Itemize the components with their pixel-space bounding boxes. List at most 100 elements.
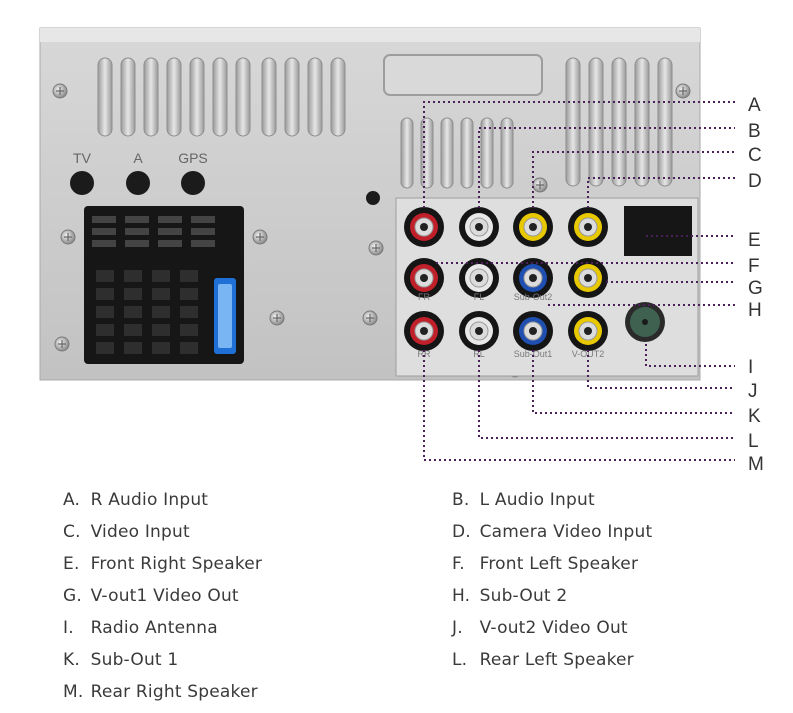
harness-pin-slot: [180, 288, 198, 300]
fl-label: FL: [474, 292, 485, 302]
vent-slot: [460, 117, 474, 189]
legend-text: Sub-Out 2: [474, 586, 568, 606]
harness-pin-slot: [125, 228, 149, 235]
legend-letter: C.: [63, 522, 81, 542]
vent-slot: [212, 57, 228, 137]
vent-slot: [189, 57, 205, 137]
harness-pin-slot: [124, 324, 142, 336]
harness-pin-slot: [180, 306, 198, 318]
vent-slot: [611, 57, 627, 187]
callout-line: [423, 101, 735, 208]
vent-slot: [500, 117, 514, 189]
legend-letter: D.: [452, 522, 471, 542]
callout-line: [423, 350, 735, 461]
harness-pin-slot: [180, 324, 198, 336]
rca-labels: FR FL Sub-Out2 RR RL Sub-Out1 V-OUT2: [418, 292, 605, 359]
vent-slot: [565, 57, 581, 187]
legend-letter: H.: [452, 586, 471, 606]
legend-item: M. Rear Right Speaker: [63, 682, 258, 702]
harness-pin-slot: [152, 342, 170, 354]
harness-pin-slot: [152, 306, 170, 318]
legend-item: K. Sub-Out 1: [63, 650, 178, 670]
callout-line: [587, 177, 735, 208]
legend-letter: I.: [63, 618, 74, 638]
legend-item: J. V-out2 Video Out: [452, 618, 628, 638]
camera-connector: [624, 206, 692, 256]
callout-letter: I: [748, 357, 753, 378]
legend-text: V-out2 Video Out: [474, 618, 628, 638]
tv-port: [70, 171, 94, 195]
vent-slot: [634, 57, 650, 187]
vent-slot: [657, 57, 673, 187]
sub-out1-label: Sub-Out1: [514, 349, 553, 359]
legend-letter: J.: [452, 618, 463, 638]
harness-pin-slot: [92, 240, 116, 247]
callout-line: [478, 127, 735, 208]
harness-pin-slot: [96, 306, 114, 318]
legend-letter: G.: [63, 586, 82, 606]
harness-pin-slot: [152, 270, 170, 282]
harness-pin-slot: [96, 270, 114, 282]
legend-item: B. L Audio Input: [452, 490, 595, 510]
harness-pin-slot: [125, 240, 149, 247]
legend-item: L. Rear Left Speaker: [452, 650, 634, 670]
legend-text: Front Right Speaker: [85, 554, 263, 574]
legend-letter: B.: [452, 490, 470, 510]
legend-text: Sub-Out 1: [85, 650, 179, 670]
harness-pin-slot: [191, 216, 215, 223]
callout-letter: H: [748, 300, 762, 321]
legend-item: F. Front Left Speaker: [452, 554, 638, 574]
legend-item: E. Front Right Speaker: [63, 554, 262, 574]
vent-slot: [307, 57, 323, 137]
harness-pin-slot: [158, 216, 182, 223]
callout-line: [532, 151, 735, 208]
harness-pin-slot: [124, 270, 142, 282]
a-label: A: [133, 150, 143, 166]
legend-letter: M.: [63, 682, 84, 702]
vent-slot: [261, 57, 277, 137]
callout-line: [587, 350, 735, 389]
v-out2-label: V-OUT2: [572, 349, 605, 359]
vent-slot: [588, 57, 604, 187]
vent-slot: [440, 117, 454, 189]
legend-letter: L.: [452, 650, 468, 670]
harness-pin-slot: [92, 216, 116, 223]
harness-pin-slot: [152, 324, 170, 336]
callout-letter: M: [748, 454, 764, 475]
radio-antenna-connector: [625, 302, 665, 342]
rl-label: RL: [473, 349, 485, 359]
harness-pin-slot: [180, 342, 198, 354]
sub-out2-label: Sub-Out2: [514, 292, 553, 302]
harness-pin-slot: [96, 324, 114, 336]
rca-jacks: [404, 207, 608, 351]
legend-text: R Audio Input: [85, 490, 209, 510]
harness-pin-slot: [158, 240, 182, 247]
legend-text: Front Left Speaker: [474, 554, 639, 574]
callout-letter: L: [748, 431, 759, 452]
harness-pin-slot: [124, 306, 142, 318]
callout-letter: D: [748, 171, 762, 192]
legend-letter: K.: [63, 650, 80, 670]
callout-letter: E: [748, 230, 761, 251]
callout-letter: C: [748, 145, 762, 166]
vent-slot: [143, 57, 159, 137]
upper-port-labels: TV A GPS: [73, 150, 208, 166]
harness-pin-slot: [158, 228, 182, 235]
legend-item: A. R Audio Input: [63, 490, 208, 510]
callout-letter: J: [748, 381, 758, 402]
legend-letter: F.: [452, 554, 465, 574]
rr-label: RR: [418, 349, 431, 359]
legend-item: G. V-out1 Video Out: [63, 586, 239, 606]
harness-pin-slot: [191, 228, 215, 235]
harness-pin-slot: [125, 216, 149, 223]
vent-slot: [120, 57, 136, 137]
harness-pin-slot: [124, 342, 142, 354]
vent-slot: [330, 57, 346, 137]
legend-text: Rear Left Speaker: [474, 650, 634, 670]
legend-item: I. Radio Antenna: [63, 618, 218, 638]
harness-pin-slot: [92, 228, 116, 235]
gps-label: GPS: [178, 150, 208, 166]
top-cutout: [383, 54, 543, 96]
